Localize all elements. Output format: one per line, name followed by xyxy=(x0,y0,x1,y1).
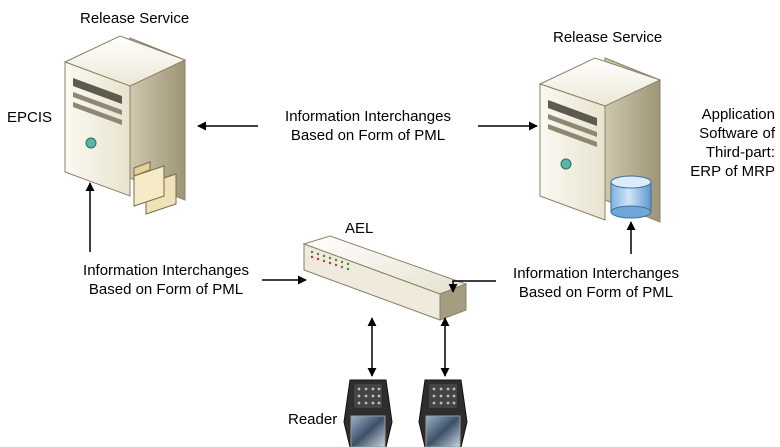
server-left-side-label: EPCIS xyxy=(7,109,53,126)
database-icon xyxy=(610,175,652,219)
server-right-side-label-line: Application xyxy=(701,106,775,123)
switch-label: AEL xyxy=(345,220,374,237)
interchange-left-label: Information Interchanges Based on Form o… xyxy=(62,261,270,299)
server-right-icon xyxy=(538,57,662,223)
interchange-right-label: Information Interchanges Based on Form o… xyxy=(494,264,698,302)
server-right-side-label: Application Software of Third-part: ERP … xyxy=(690,105,775,181)
interchange-right-line: Based on Form of PML xyxy=(518,284,674,301)
server-right-side-label-line: Software of xyxy=(699,125,775,142)
interchange-top-line: Based on Form of PML xyxy=(290,127,446,144)
reader-label: Reader xyxy=(288,411,338,428)
folder-icon xyxy=(133,161,177,215)
server-left-title: Release Service xyxy=(80,10,190,27)
reader-icon xyxy=(343,379,393,447)
server-right-title: Release Service xyxy=(553,29,663,46)
switch-icon xyxy=(302,235,468,321)
interchange-right-line: Information Interchanges xyxy=(513,265,679,282)
arrow-to-switch-right xyxy=(448,280,496,293)
interchange-left-line: Information Interchanges xyxy=(83,262,249,279)
interchange-top-label: Information Interchanges Based on Form o… xyxy=(268,107,468,145)
interchange-top-line: Information Interchanges xyxy=(285,108,451,125)
server-left-icon xyxy=(63,35,187,201)
server-right-side-label-line: Third-part: xyxy=(705,144,775,161)
reader-icon xyxy=(418,379,468,447)
server-right-side-label-line: ERP of MRP xyxy=(690,163,775,180)
interchange-left-line: Based on Form of PML xyxy=(88,281,244,298)
switch-led-icon xyxy=(310,250,350,271)
